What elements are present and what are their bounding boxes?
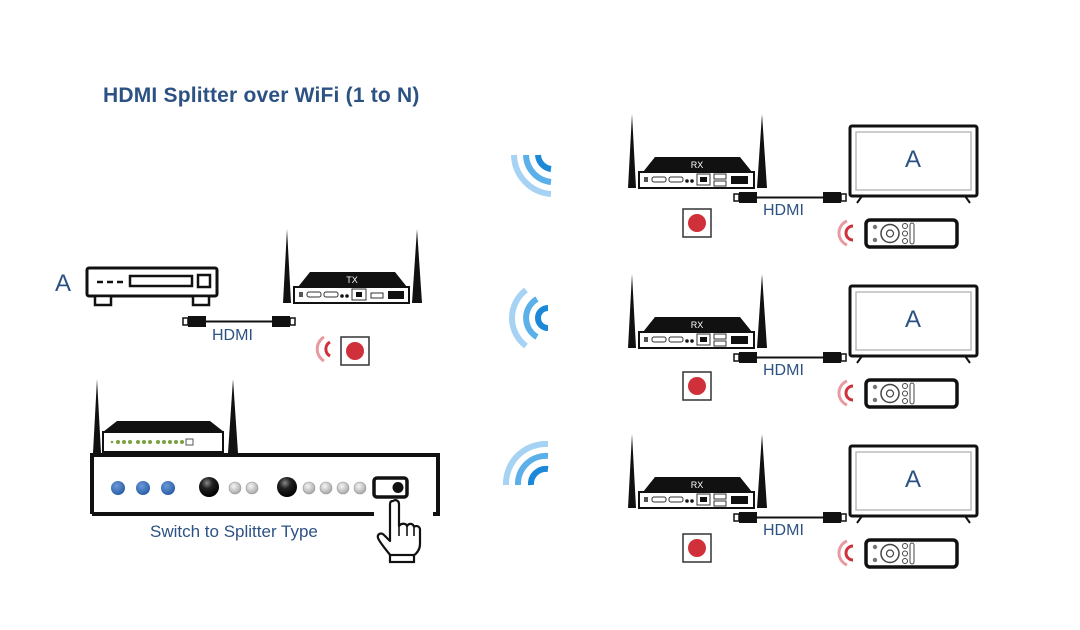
hdmi-cable-source <box>182 316 296 327</box>
media-player-icon <box>85 266 219 307</box>
gray-led <box>319 481 333 495</box>
blue-led <box>136 481 150 495</box>
rx-label: RX <box>691 480 704 490</box>
hand-pointer-icon <box>376 499 422 564</box>
tx-label: TX <box>346 275 358 285</box>
gray-led <box>336 481 350 495</box>
dark-knob <box>277 477 297 497</box>
gray-led <box>228 481 242 495</box>
gray-led <box>353 481 367 495</box>
ir-signal-icon <box>837 219 854 247</box>
tv-icon <box>848 124 979 204</box>
blue-led <box>161 481 175 495</box>
gray-led <box>245 481 259 495</box>
hdmi-cable <box>733 192 847 203</box>
switch-caption: Switch to Splitter Type <box>150 522 318 541</box>
hdmi-label: HDMI <box>763 522 804 539</box>
wifi-signal-icon-3 <box>502 440 549 486</box>
tv-screen-label: A <box>905 306 922 333</box>
remote-control-icon <box>864 218 959 249</box>
tv-screen-label: A <box>905 466 922 493</box>
tv-icon <box>848 284 979 364</box>
rx-label: RX <box>691 320 704 330</box>
remote-control-icon <box>864 378 959 409</box>
hdmi-cable <box>733 352 847 363</box>
wifi-signal-icon-2 <box>509 287 549 349</box>
remote-control-icon <box>864 538 959 569</box>
hdmi-label: HDMI <box>763 202 804 219</box>
record-button-icon <box>682 371 712 401</box>
rx-receiver-icon: RX <box>628 114 767 189</box>
gray-led <box>302 481 316 495</box>
router-icon <box>93 379 238 453</box>
tx-transmitter-icon: TX <box>283 229 422 304</box>
rx-receiver-icon: RX <box>628 274 767 349</box>
rx-label: RX <box>691 160 704 170</box>
record-button-icon <box>682 208 712 238</box>
hdmi-label-source: HDMI <box>212 327 253 344</box>
hdmi-cable <box>733 512 847 523</box>
diagram-title: HDMI Splitter over WiFi (1 to N) <box>103 84 420 107</box>
ir-signal-icon <box>315 335 331 363</box>
record-button-icon <box>682 533 712 563</box>
tv-icon <box>848 444 979 524</box>
source-label: A <box>55 270 72 297</box>
ir-signal-icon <box>837 539 854 567</box>
tv-screen-label: A <box>905 146 922 173</box>
splitter-panel <box>90 453 440 516</box>
dark-knob <box>199 477 219 497</box>
hdmi-label: HDMI <box>763 362 804 379</box>
record-button-icon <box>340 336 370 366</box>
blue-led <box>111 481 125 495</box>
rx-receiver-icon: RX <box>628 434 767 509</box>
ir-signal-icon <box>837 379 854 407</box>
wifi-signal-icon-1 <box>511 154 552 197</box>
